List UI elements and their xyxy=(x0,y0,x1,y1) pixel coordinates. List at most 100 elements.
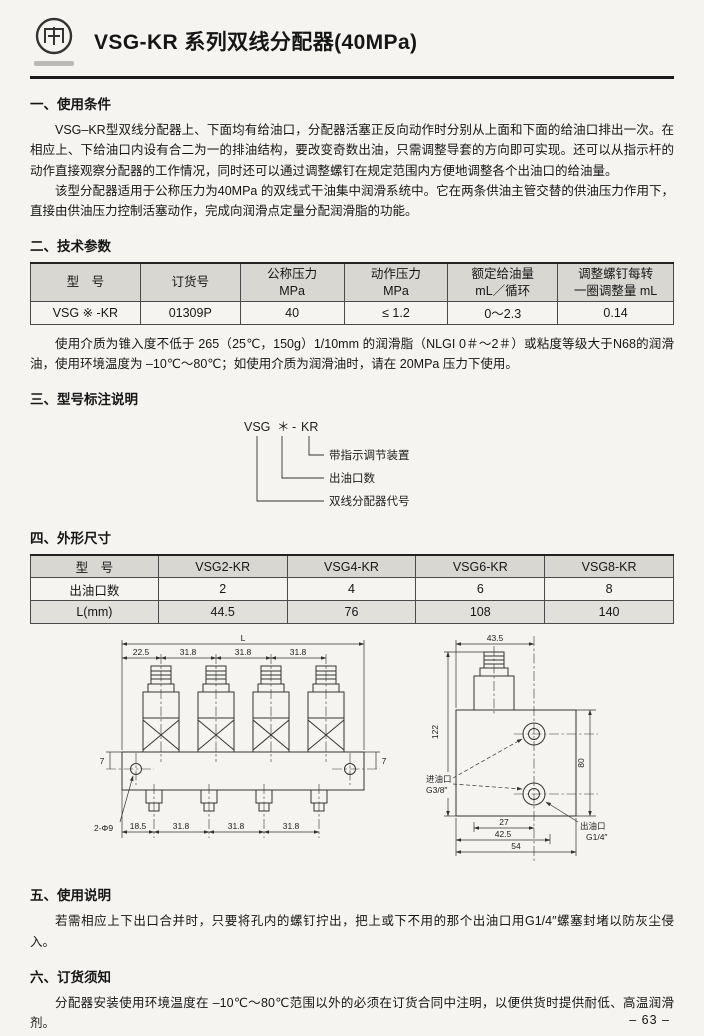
dims-model-vsg4: VSG4-KR xyxy=(286,554,417,579)
dimension-lines xyxy=(444,640,596,857)
centerlines xyxy=(493,636,598,863)
dim-label-top-2: 31.8 xyxy=(180,647,197,657)
cell-nominal-pressure: 40 xyxy=(239,300,345,325)
dim-label-top-1: 22.5 xyxy=(133,647,150,657)
distributor-body xyxy=(121,665,365,812)
usage-paragraph-1: VSG–KR型双线分配器上、下面均有给油口，分配器活塞正反向动作时分别从上面和下… xyxy=(30,123,674,178)
passage-leader-lines xyxy=(452,738,523,791)
outlet-fitting xyxy=(145,789,328,812)
outlets-vsg4: 4 xyxy=(286,577,417,602)
model-code-star: ＊ xyxy=(277,420,290,434)
dimensions-length-row: L(mm) 44.5 76 108 140 xyxy=(30,600,674,625)
dim-label-bottom-1: 18.5 xyxy=(130,821,147,831)
outlets-vsg8: 8 xyxy=(544,577,674,602)
section-usage-conditions: 一、使用条件 VSG–KR型双线分配器上、下面均有给油口，分配器活塞正反向动作时… xyxy=(30,93,674,221)
model-code-vsg: VSG xyxy=(244,420,270,434)
col-order-number: 订货号 xyxy=(139,262,241,302)
header-divider xyxy=(30,76,674,79)
page-header: VSG-KR 系列双线分配器(40MPa) xyxy=(30,14,674,74)
ordering-notes-text: 分配器安装使用环境温度在 –10℃～80℃范围以外的必须在订货合同中注明，以便供… xyxy=(30,995,674,1030)
dims-model-vsg6: VSG6-KR xyxy=(415,554,546,579)
designation-label-indicator: 带指示调节装置 xyxy=(329,448,410,462)
dimensions-outlets-row: 出油口数 2 4 6 8 xyxy=(30,577,674,602)
col-model-label: 型 号 xyxy=(66,275,105,290)
usage-instructions-text: 若需相应上下出口合并时，只要将孔内的螺钉拧出，把上或下不用的那个出油口用G1/4… xyxy=(30,914,674,949)
designation-label-series: 双线分配器代号 xyxy=(329,494,410,508)
medium-note: 使用介质为锥入度不低于 265（25℃，150g）1/10mm 的润滑脂（NLG… xyxy=(30,336,674,371)
section-usage-instructions: 五、使用说明 若需相应上下出口合并时，只要将孔内的螺钉拧出，把上或下不用的那个出… xyxy=(30,884,674,952)
dim-label-body-height: 80 xyxy=(576,758,586,768)
dim-label-top-3: 31.8 xyxy=(235,647,252,657)
outlets-label: 出油口数 xyxy=(30,577,159,602)
cell-rated-output: 0～2.3 xyxy=(447,300,559,325)
dimensions-header-row: 型 号 VSG2-KR VSG4-KR VSG6-KR VSG8-KR xyxy=(30,554,674,579)
col-order-label: 订货号 xyxy=(171,275,209,290)
valve-unit xyxy=(197,665,235,753)
dim-label-bottom-3: 31.8 xyxy=(228,821,245,831)
company-logo-icon xyxy=(35,17,73,55)
cell-model: VSG ※ -KR xyxy=(30,300,141,325)
section-4-heading: 四、外形尺寸 xyxy=(30,530,111,546)
model-code-kr: KR xyxy=(301,420,318,434)
length-vsg8: 140 xyxy=(544,600,674,625)
hole-callout-label: 2-Φ9 xyxy=(94,823,113,833)
dim-label-54: 54 xyxy=(511,841,521,851)
dims-model-vsg2: VSG2-KR xyxy=(157,554,288,579)
page-number: – 63 – xyxy=(629,1013,670,1027)
outlets-vsg6: 6 xyxy=(415,577,546,602)
inlet-thread-label: G3/8″ xyxy=(426,785,447,795)
section-model-designation: 三、型号标注说明 VSG ＊ - KR 带指示调节装置 出油口数 双线分配器代号 xyxy=(30,388,674,513)
length-vsg2: 44.5 xyxy=(157,600,288,625)
section-5-heading: 五、使用说明 xyxy=(30,888,111,904)
section-3-heading: 三、型号标注说明 xyxy=(30,391,138,407)
outlet-port-label: 出油口 xyxy=(580,821,606,831)
page-title: VSG-KR 系列双线分配器(40MPa) xyxy=(94,31,418,54)
company-logo xyxy=(30,16,78,66)
cell-order-number: 01309P xyxy=(139,300,241,325)
col-screw-adjustment: 调整螺钉每转一圈调整量 mL xyxy=(557,262,674,302)
dim-label-42-5: 42.5 xyxy=(495,829,512,839)
model-code-dash: - xyxy=(292,420,296,434)
designation-label-outlets: 出油口数 xyxy=(329,471,375,485)
section-2-heading: 二、技术参数 xyxy=(30,239,111,255)
dim-label-side-right: 7 xyxy=(382,756,387,766)
dim-label-side-left: 7 xyxy=(100,756,105,766)
side-view-drawing: 43.5 122 80 进油口 G3/8″ 27 42.5 54 出油口 G1/… xyxy=(426,633,607,863)
dimensions-table: 型 号 VSG2-KR VSG4-KR VSG6-KR VSG8-KR 出油口数… xyxy=(30,553,674,625)
centerlines xyxy=(106,654,380,839)
cell-screw-adjustment: 0.14 xyxy=(557,300,674,325)
dim-label-top-4: 31.8 xyxy=(290,647,307,657)
usage-paragraph-2: 该型分配器适用于公称压力为40MPa 的双线式干油集中润滑系统中。它在两条供油主… xyxy=(30,183,674,218)
dim-label-top-width: 43.5 xyxy=(487,633,504,643)
dims-model-vsg8: VSG8-KR xyxy=(544,554,674,579)
dim-label-bottom-4: 31.8 xyxy=(283,821,300,831)
section-ordering-notes: 六、订货须知 分配器安装使用环境温度在 –10℃～80℃范围以外的必须在订货合同… xyxy=(30,966,674,1034)
model-designation-diagram: VSG ＊ - KR 带指示调节装置 出油口数 双线分配器代号 xyxy=(126,415,674,513)
dimension-lines xyxy=(106,640,380,839)
tech-params-data-row: VSG ※ -KR 01309P 40 ≤ 1.2 0～2.3 0.14 xyxy=(30,300,674,325)
outlet-thread-label: G1/4″ xyxy=(586,832,607,842)
dims-col-model: 型 号 xyxy=(30,554,159,579)
inlet-port-label: 进油口 xyxy=(426,774,452,784)
length-label: L(mm) xyxy=(30,600,159,625)
model-code-diagram: VSG ＊ - KR 带指示调节装置 出油口数 双线分配器代号 xyxy=(244,420,410,508)
dim-label-27: 27 xyxy=(499,817,509,827)
dim-label-L: L xyxy=(241,633,246,643)
front-view-drawing: L 22.5 31.8 31.8 31.8 7 7 2-Φ9 18.5 31.8… xyxy=(94,633,387,839)
cell-action-pressure: ≤ 1.2 xyxy=(343,300,449,325)
dim-label-bottom-2: 31.8 xyxy=(173,821,190,831)
section-1-heading: 一、使用条件 xyxy=(30,97,111,112)
length-vsg6: 108 xyxy=(415,600,546,625)
outline-drawings: L 22.5 31.8 31.8 31.8 7 7 2-Φ9 18.5 31.8… xyxy=(92,632,674,870)
outlets-vsg2: 2 xyxy=(157,577,288,602)
section-6-heading: 六、订货须知 xyxy=(30,969,111,985)
company-logo-text xyxy=(34,61,74,66)
designation-leader-lines xyxy=(256,435,324,502)
